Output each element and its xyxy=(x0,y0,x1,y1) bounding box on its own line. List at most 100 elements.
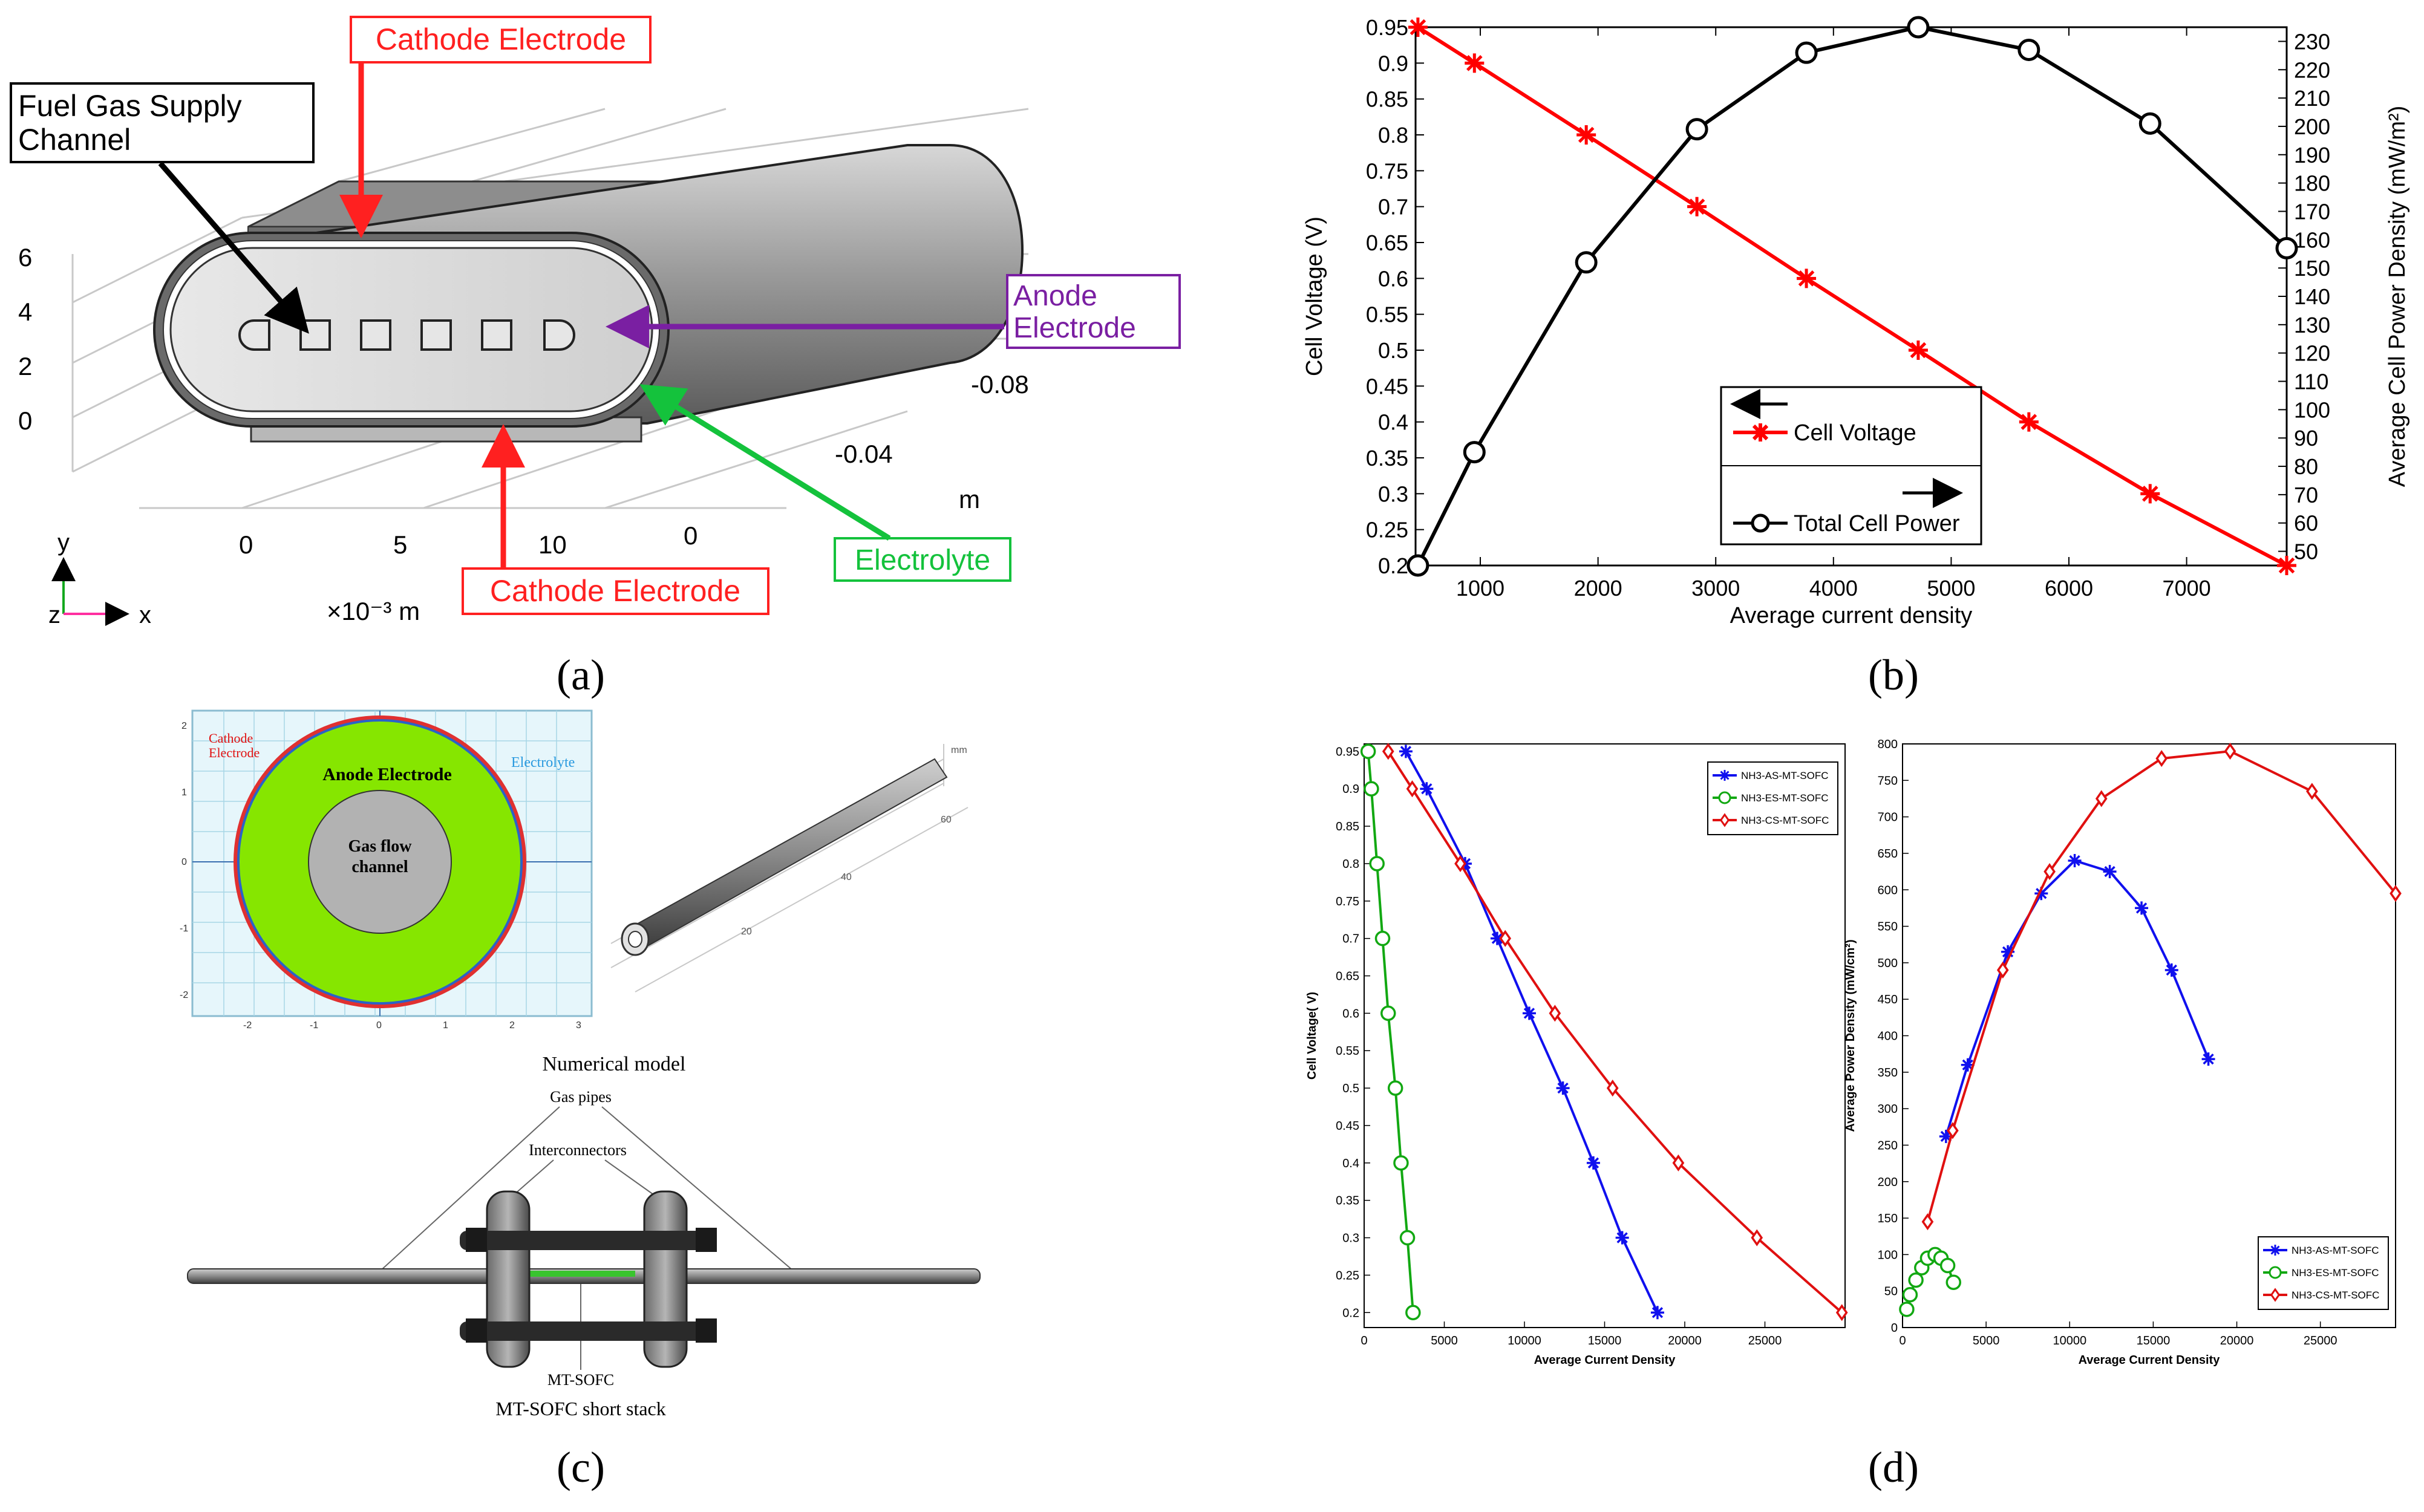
x-tick-label-d: 5000 xyxy=(1431,1334,1458,1347)
marker-stroke xyxy=(2104,865,2115,878)
y-right-tick-label-b: 100 xyxy=(2294,397,2330,422)
marker-stroke xyxy=(1616,1232,1628,1243)
data-point-b xyxy=(1907,16,1930,39)
panel-b-legend: Cell Voltage Total Cell Power xyxy=(1720,386,1982,546)
data-point-d xyxy=(1606,1080,1619,1097)
x-tick-label-d: 15000 xyxy=(1588,1334,1622,1347)
y-tick-label-b: 0.3 xyxy=(1378,481,1408,506)
y-right-tick-label-b: 160 xyxy=(2294,227,2330,252)
data-point-d xyxy=(1522,1006,1536,1020)
y-right-tick-label-b: 90 xyxy=(2294,426,2318,451)
marker-stroke xyxy=(1651,1307,1664,1318)
data-point-b xyxy=(2017,38,2040,61)
x-tick-label-d: 5000 xyxy=(1973,1334,2000,1347)
svg-text:2: 2 xyxy=(509,1020,515,1031)
x-tick-label-d: 10000 xyxy=(1508,1334,1541,1347)
data-point-d xyxy=(1908,1272,1924,1288)
y-tick-label-b: 0.2 xyxy=(1378,553,1408,578)
marker-stroke xyxy=(2166,964,2177,976)
y-tick-label-d: 100 xyxy=(1878,1248,1898,1262)
y-tick-label-b: 0.85 xyxy=(1366,87,1408,112)
y-right-tick-label-b: 210 xyxy=(2294,86,2330,111)
svg-text:m: m xyxy=(959,485,980,513)
svg-text:0: 0 xyxy=(684,521,697,550)
legend-power: Total Cell Power xyxy=(1794,511,1960,536)
marker-stroke xyxy=(1410,19,1426,36)
svg-text:-0.04: -0.04 xyxy=(835,440,893,468)
data-point-d xyxy=(2155,750,2168,767)
y-tick-label-d: 500 xyxy=(1878,957,1898,970)
y-tick-label-d: 750 xyxy=(1878,774,1898,787)
data-point-b xyxy=(1797,269,1817,288)
x-tick-label-b: 5000 xyxy=(1927,576,1975,601)
data-point-d xyxy=(1490,931,1504,945)
data-point-d xyxy=(2390,885,2402,902)
y-tick-label-d: 350 xyxy=(1878,1066,1898,1080)
legend-label-d: NH3-CS-MT-SOFC xyxy=(1741,815,1829,826)
data-point-d xyxy=(1393,1155,1409,1171)
data-point-d xyxy=(1751,1229,1763,1246)
y-tick-label-b: 0.4 xyxy=(1378,410,1408,435)
data-point-d xyxy=(1939,1257,1956,1274)
label-fuel-line1: Fuel Gas Supply xyxy=(18,89,242,123)
legend-marker-d xyxy=(2269,1266,2282,1279)
marker-stroke xyxy=(2278,557,2295,574)
y-tick-label-b: 0.7 xyxy=(1378,195,1408,220)
y-right-tick-label-b: 200 xyxy=(2294,114,2330,139)
data-point-b xyxy=(1576,125,1596,145)
y-tick-label-d: 0.7 xyxy=(1342,933,1359,946)
y-tick-label-d: 0.85 xyxy=(1336,820,1359,833)
x-axis-label-d: Average Current Density xyxy=(1534,1354,1676,1367)
marker-stroke xyxy=(2141,486,2158,502)
y-tick-label-d: 0.5 xyxy=(1342,1082,1359,1095)
y-right-tick-label-b: 60 xyxy=(2294,511,2318,536)
data-point-d xyxy=(2201,1052,2215,1066)
data-point-b xyxy=(2019,412,2039,432)
marker-stroke xyxy=(1798,270,1815,287)
data-point-d xyxy=(1650,1306,1664,1320)
svg-text:4: 4 xyxy=(18,298,32,326)
marker-stroke xyxy=(1400,746,1412,757)
svg-text:Electrode: Electrode xyxy=(209,745,260,760)
svg-text:2: 2 xyxy=(181,721,187,731)
svg-text:2: 2 xyxy=(18,352,32,380)
data-point-d xyxy=(2306,783,2318,800)
y-tick-label-d: 800 xyxy=(1878,738,1898,751)
svg-text:Interconnectors: Interconnectors xyxy=(529,1141,627,1159)
caption-b: (b) xyxy=(1868,651,1919,699)
label-anode-line2: Electrode xyxy=(1013,312,1136,344)
data-point-d xyxy=(2135,901,2149,915)
series-line-d-1 xyxy=(1367,751,1414,1313)
svg-text:0: 0 xyxy=(181,857,187,867)
y-tick-label-d: 700 xyxy=(1878,811,1898,824)
x-tick-label-d: 0 xyxy=(1361,1334,1367,1347)
x-tick-label-d: 20000 xyxy=(2220,1334,2254,1347)
caption-d: (d) xyxy=(1868,1443,1919,1491)
y-tick-label-d: 0 xyxy=(1891,1321,1898,1335)
label-anode-line1: Anode xyxy=(1013,280,1097,312)
y-tick-label-b: 0.8 xyxy=(1378,123,1408,148)
legend-marker-d xyxy=(1718,791,1731,804)
data-point-d xyxy=(1586,1156,1600,1170)
y-tick-label-d: 0.95 xyxy=(1336,745,1359,758)
svg-text:x: x xyxy=(139,602,151,628)
data-point-b xyxy=(2277,556,2296,575)
marker-stroke xyxy=(2203,1053,2214,1065)
y-tick-label-b: 0.35 xyxy=(1366,446,1408,471)
data-point-b xyxy=(1463,441,1486,464)
legend-label-d: NH3-AS-MT-SOFC xyxy=(2292,1245,2379,1256)
legend-label-d: NH3-ES-MT-SOFC xyxy=(1741,792,1829,804)
y-axis-label-d: Cell Voltage( V) xyxy=(1305,992,1319,1080)
data-point-b xyxy=(1408,18,1428,37)
y-tick-label-b: 0.6 xyxy=(1378,266,1408,291)
y-right-tick-label-b: 230 xyxy=(2294,29,2330,54)
data-point-d xyxy=(1899,1302,1915,1317)
numerical-model-label: Numerical model xyxy=(543,1053,686,1075)
x-tick-label-b: 7000 xyxy=(2163,576,2211,601)
marker-stroke xyxy=(1578,126,1595,143)
svg-text:×10⁻³ m: ×10⁻³ m xyxy=(327,597,420,625)
marker-stroke xyxy=(1557,1082,1569,1094)
y-tick-label-b: 0.55 xyxy=(1366,302,1408,327)
